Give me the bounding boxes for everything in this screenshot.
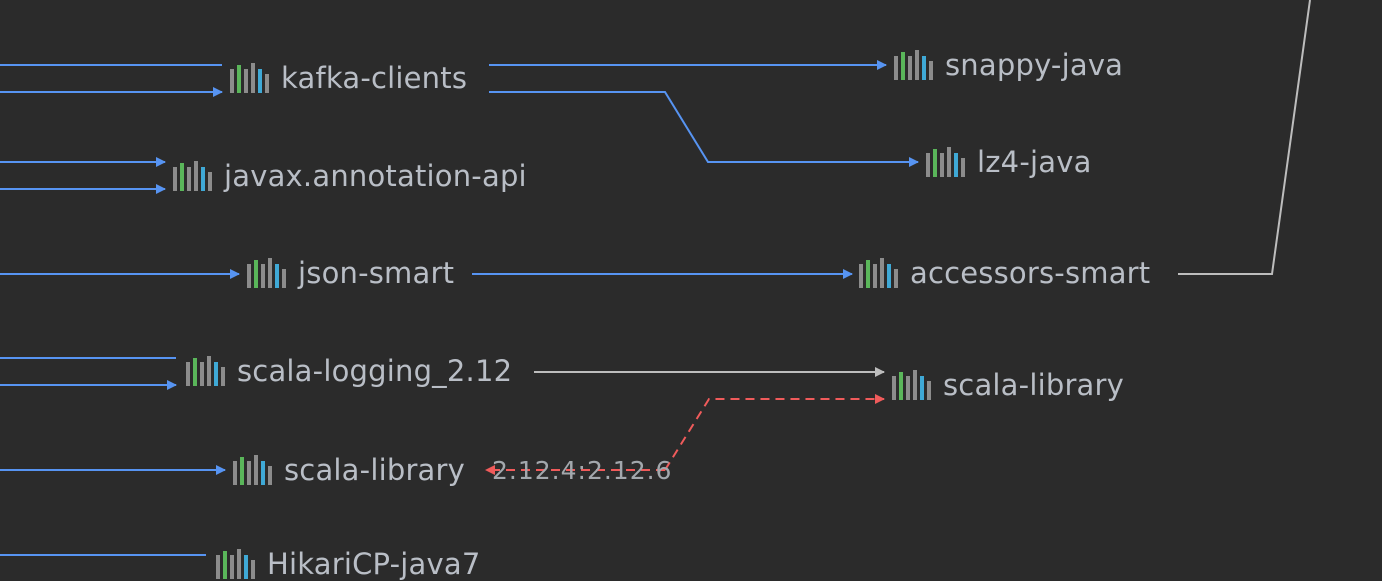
node-accessors-smart[interactable]: accessors-smart [858, 258, 1150, 288]
node-lz4-java[interactable]: lz4-java [925, 147, 1092, 177]
maven-artifact-icon [246, 258, 286, 288]
edge-kafka-clients-to-lz4-java [489, 91, 919, 167]
node-label: javax.annotation-api [224, 159, 527, 193]
node-scala-logging[interactable]: scala-logging_2.12 [185, 356, 512, 386]
node-label: snappy-java [945, 48, 1124, 82]
node-snappy-java[interactable]: snappy-java [893, 50, 1123, 80]
dependency-graph-edges [0, 0, 1311, 556]
node-label: kafka-clients [281, 61, 468, 95]
maven-artifact-icon [891, 370, 931, 400]
maven-artifact-icon [229, 63, 269, 93]
edge-accessors-smart-to-offscreen [1178, 0, 1311, 275]
node-hikaricp[interactable]: HikariCP-java7 [215, 549, 480, 579]
node-label: lz4-java [977, 145, 1092, 179]
node-label: scala-library [943, 368, 1125, 402]
version-conflict-label: 2.12.4:2.12.6 [492, 456, 673, 485]
node-label: accessors-smart [910, 256, 1151, 290]
maven-artifact-icon [172, 161, 212, 191]
maven-artifact-icon [858, 258, 898, 288]
maven-artifact-icon [232, 455, 272, 485]
maven-artifact-icon [185, 356, 225, 386]
edge-scala-library-version-conflict [664, 394, 885, 471]
maven-artifact-icon [925, 147, 965, 177]
maven-artifact-icon [893, 50, 933, 80]
node-scala-library-right[interactable]: scala-library [891, 370, 1124, 400]
node-label: json-smart [298, 256, 455, 290]
node-label: scala-logging_2.12 [237, 354, 513, 388]
node-scala-library-left[interactable]: scala-library [232, 455, 465, 485]
maven-artifact-icon [215, 549, 255, 579]
node-label: scala-library [284, 453, 466, 487]
node-label: HikariCP-java7 [267, 547, 481, 581]
node-json-smart[interactable]: json-smart [246, 258, 454, 288]
node-kafka-clients[interactable]: kafka-clients [229, 63, 467, 93]
node-javax-annotation-api[interactable]: javax.annotation-api [172, 161, 527, 191]
